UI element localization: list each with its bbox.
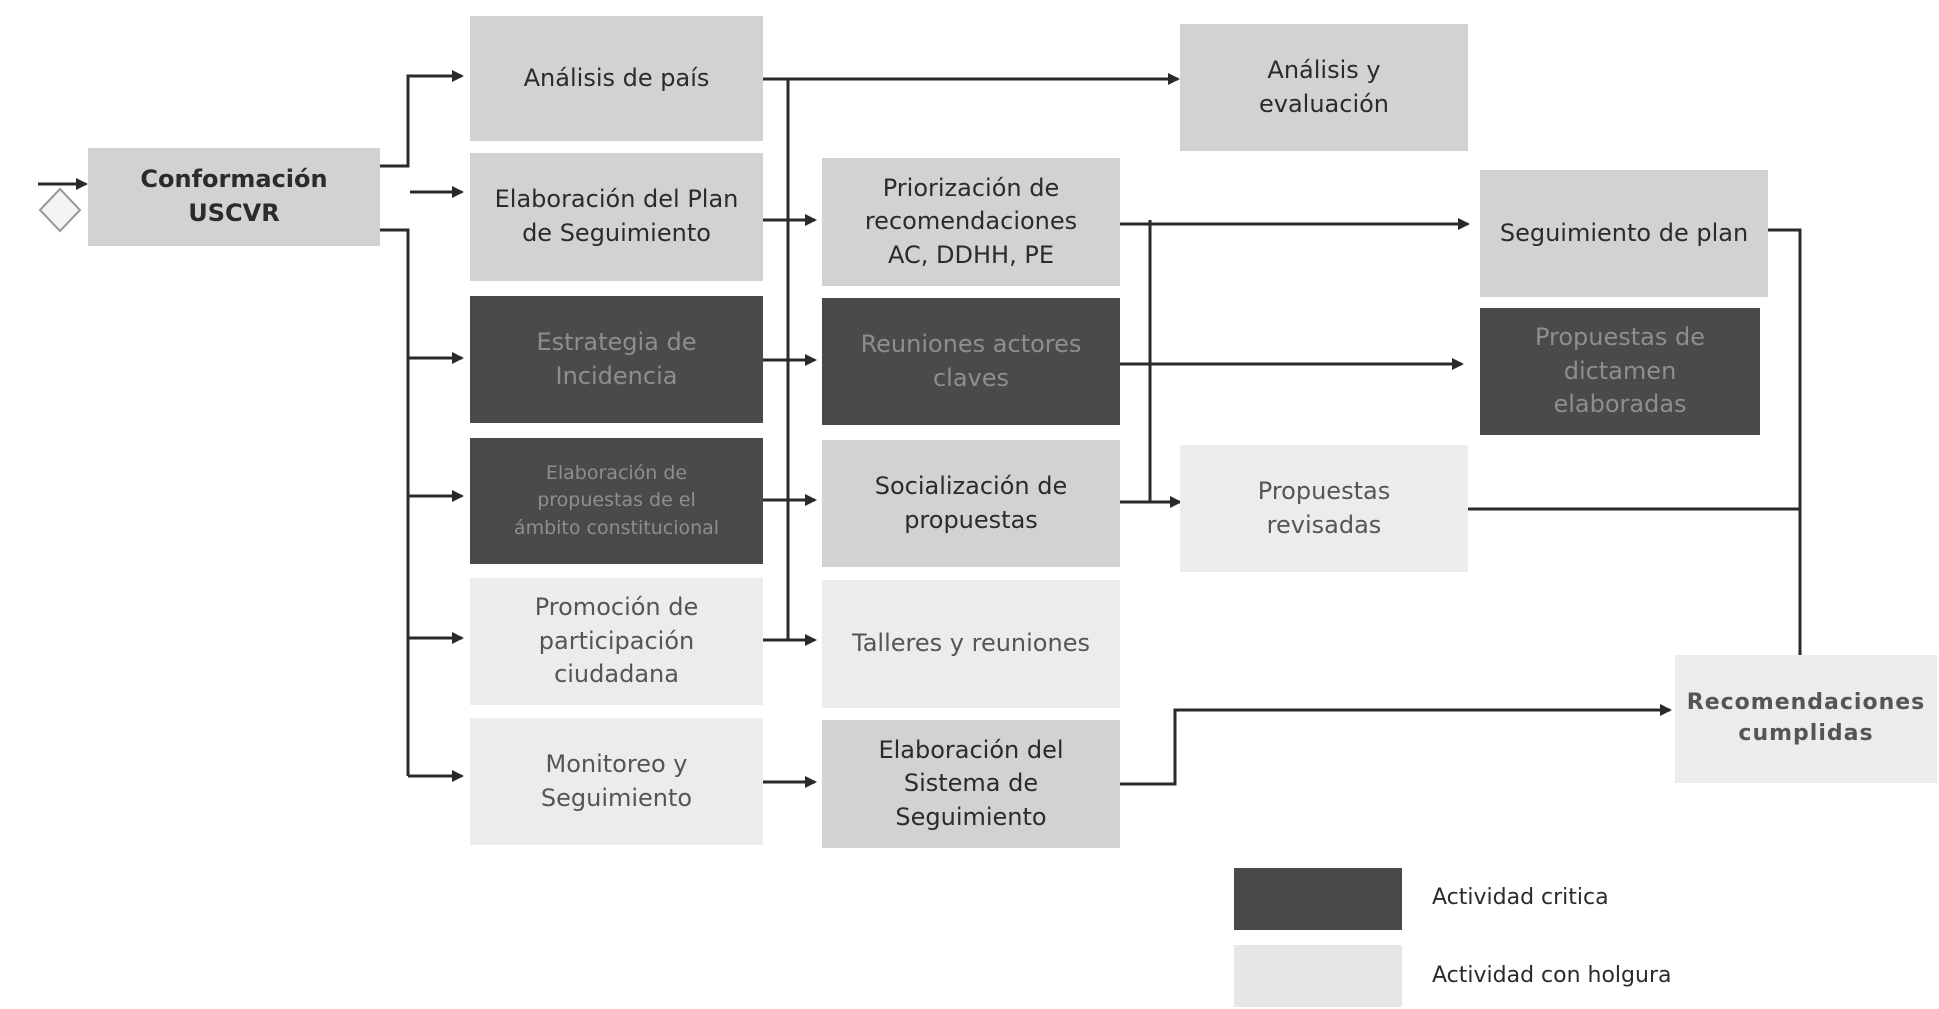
trunk-conformacion [378, 228, 410, 776]
node-recomendaciones-cumplidas: Recomendaciones cumplidas [1675, 655, 1937, 783]
node-elaboracion-plan: Elaboración del Plan de Seguimiento [470, 153, 763, 281]
legend-label-critical: Actividad critica [1432, 885, 1609, 910]
arrow-to-analisis-pais [378, 70, 464, 168]
legend-swatch-slack [1234, 945, 1402, 1007]
node-priorizacion: Priorización de recomendaciones AC, DDHH… [822, 158, 1120, 286]
start-diamond-icon [38, 187, 82, 233]
legend-swatch-critical [1234, 868, 1402, 930]
node-propuestas-revisadas: Propuestas revisadas [1180, 445, 1468, 572]
node-analisis-evaluacion: Análisis y evaluación [1180, 24, 1468, 151]
node-talleres-reuniones: Talleres y reuniones [822, 580, 1120, 708]
node-elaboracion-propuestas: Elaboración de propuestas de el ámbito c… [470, 438, 763, 564]
node-estrategia-incidencia: Estrategia de Incidencia [470, 296, 763, 423]
node-seguimiento-plan: Seguimiento de plan [1480, 170, 1768, 297]
node-promocion-participacion: Promoción de participación ciudadana [470, 578, 763, 705]
node-monitoreo-seguimiento: Monitoreo y Seguimiento [470, 718, 763, 845]
arrow-to-recomendaciones [1118, 704, 1672, 786]
node-sistema-seguimiento: Elaboración del Sistema de Seguimiento [822, 720, 1120, 848]
node-conformacion-uscvr: Conformación USCVR [88, 148, 380, 246]
node-reuniones-actores: Reuniones actores claves [822, 298, 1120, 425]
legend-label-slack: Actividad con holgura [1432, 963, 1672, 988]
node-analisis-de-pais: Análisis de país [470, 16, 763, 141]
line-seguimiento-plan-down [1768, 228, 1802, 655]
node-propuestas-dictamen: Propuestas de dictamen elaboradas [1480, 308, 1760, 435]
node-socializacion: Socialización de propuestas [822, 440, 1120, 567]
